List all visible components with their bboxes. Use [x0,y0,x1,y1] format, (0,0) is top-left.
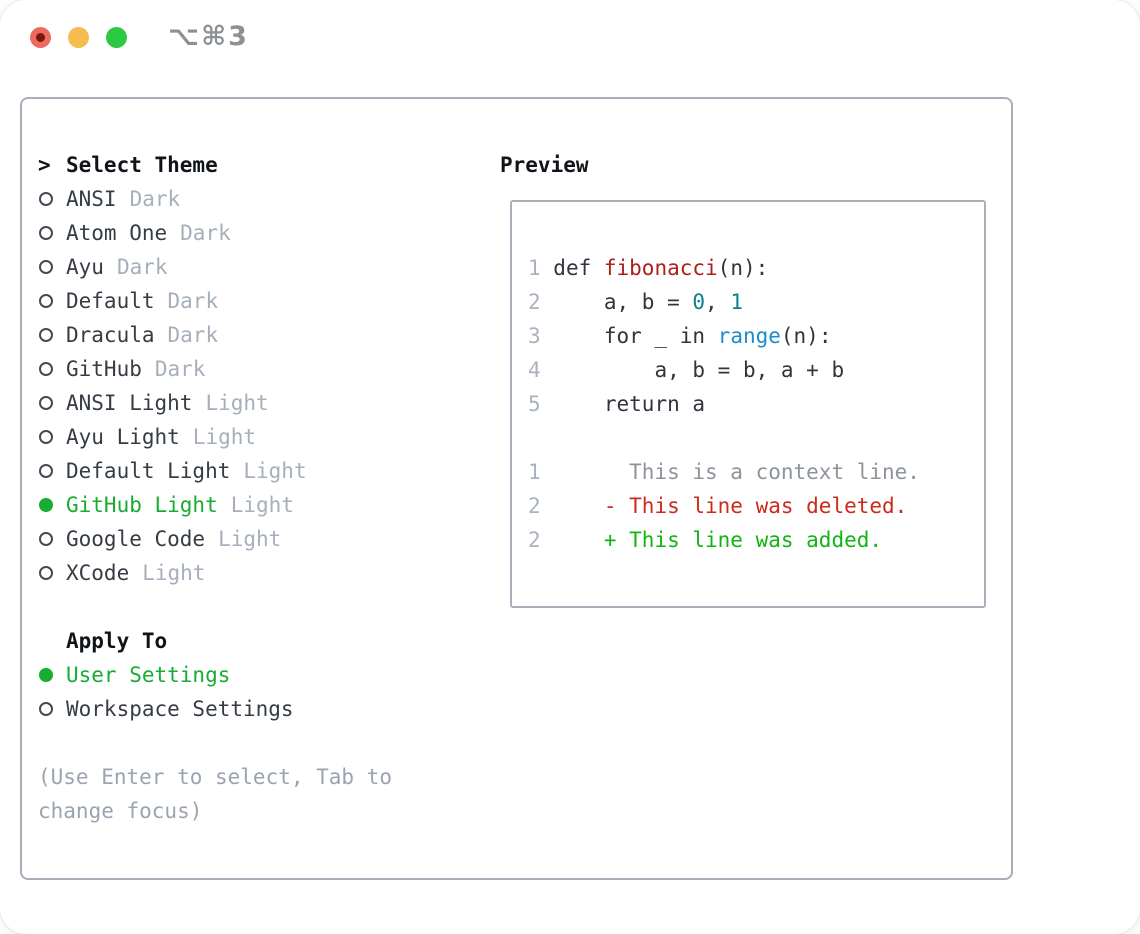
theme-option-ayu-light[interactable]: Ayu Light Light [38,420,478,454]
preview-header: Preview [500,153,589,177]
theme-variant-label: Dark [180,221,231,245]
select-theme-header: > Select Theme [38,148,478,182]
theme-variant-label: Light [218,527,282,551]
apply-option-label: User Settings [66,663,231,687]
theme-option-atom-one[interactable]: Atom One Dark [38,216,478,250]
theme-option-google-code[interactable]: Google Code Light [38,522,478,556]
radio-icon [39,464,53,478]
hint-text: (Use Enter to select, Tab to change focu… [38,765,393,823]
radio-icon [39,430,53,444]
theme-variant-label: Light [142,561,206,585]
theme-name-label: ANSI Light [66,391,193,415]
theme-name-label: GitHub [66,357,142,381]
preview-box: 1 def fibonacci(n): 2 a, b = 0, 1 3 for _ … [510,200,986,608]
spacer [38,590,478,624]
preview-line: 1 def fibonacci(n): [528,256,769,280]
radio-icon [39,260,53,274]
theme-option-github[interactable]: GitHub Dark [38,352,478,386]
theme-variant-label: Light [230,493,294,517]
theme-variant-label: Dark [154,357,206,381]
apply-option-user-settings[interactable]: User Settings [38,658,478,692]
apply-to-header: Apply To [66,629,168,653]
theme-name-label: Google Code [66,527,206,551]
radio-icon [39,294,53,308]
radio-icon [39,362,53,376]
radio-icon [39,566,53,580]
theme-option-ansi-light[interactable]: ANSI Light Light [38,386,478,420]
radio-icon [39,328,53,342]
preview-line: 4 a, b = b, a + b [528,358,845,382]
radio-icon [39,226,53,240]
radio-icon [39,396,53,410]
selected-radio-icon [39,668,53,682]
spacer [38,726,478,760]
preview-line: 1 This is a context line. [528,460,920,484]
theme-name-label: Default Light [66,459,231,483]
theme-variant-label: Dark [167,323,219,347]
theme-option-ayu[interactable]: Ayu Dark [38,250,478,284]
preview-line: 5 return a [528,392,706,416]
theme-option-xcode[interactable]: XCode Light [38,556,478,590]
radio-icon [39,702,53,716]
theme-variant-label: Light [192,425,257,449]
theme-option-github-light[interactable]: GitHub Light Light [38,488,478,522]
prompt-caret-icon: > [38,153,51,177]
theme-option-default[interactable]: Default Dark [38,284,478,318]
theme-name-label: Dracula [66,323,155,347]
radio-icon [39,532,53,546]
close-button[interactable] [30,27,51,48]
minimize-button[interactable] [68,27,89,48]
theme-variant-label: Dark [129,187,181,211]
theme-name-label: Ayu Light [66,425,180,449]
theme-variant-label: Light [243,459,307,483]
apply-option-label: Workspace Settings [66,697,294,721]
titlebar: ⌥⌘3 [0,0,1140,74]
theme-variant-label: Light [205,391,269,415]
theme-name-label: Atom One [66,221,168,245]
window-title: ⌥⌘3 [168,21,249,52]
theme-name-label: ANSI [66,187,117,211]
preview-line: 2 a, b = 0, 1 [528,290,743,314]
theme-option-default-light[interactable]: Default Light Light [38,454,478,488]
theme-option-dracula[interactable]: Dracula Dark [38,318,478,352]
theme-option-ansi[interactable]: ANSI Dark [38,182,478,216]
preview-line: 3 for _ in range(n): [528,324,832,348]
preview-line: 2 - This line was deleted. [528,494,908,518]
theme-variant-label: Dark [116,255,168,279]
theme-variant-label: Dark [167,289,219,313]
preview-line [528,421,984,455]
apply-option-workspace-settings[interactable]: Workspace Settings [38,692,478,726]
selected-radio-icon [39,498,53,512]
radio-icon [39,192,53,206]
select-theme-title: Select Theme [66,153,218,177]
zoom-button[interactable] [106,27,127,48]
theme-name-label: Default [66,289,155,313]
close-dot-icon [36,33,45,42]
theme-name-label: Ayu [66,255,104,279]
theme-name-label: XCode [66,561,130,585]
preview-line: 2 + This line was added. [528,528,883,552]
theme-name-label: GitHub Light [66,493,218,517]
